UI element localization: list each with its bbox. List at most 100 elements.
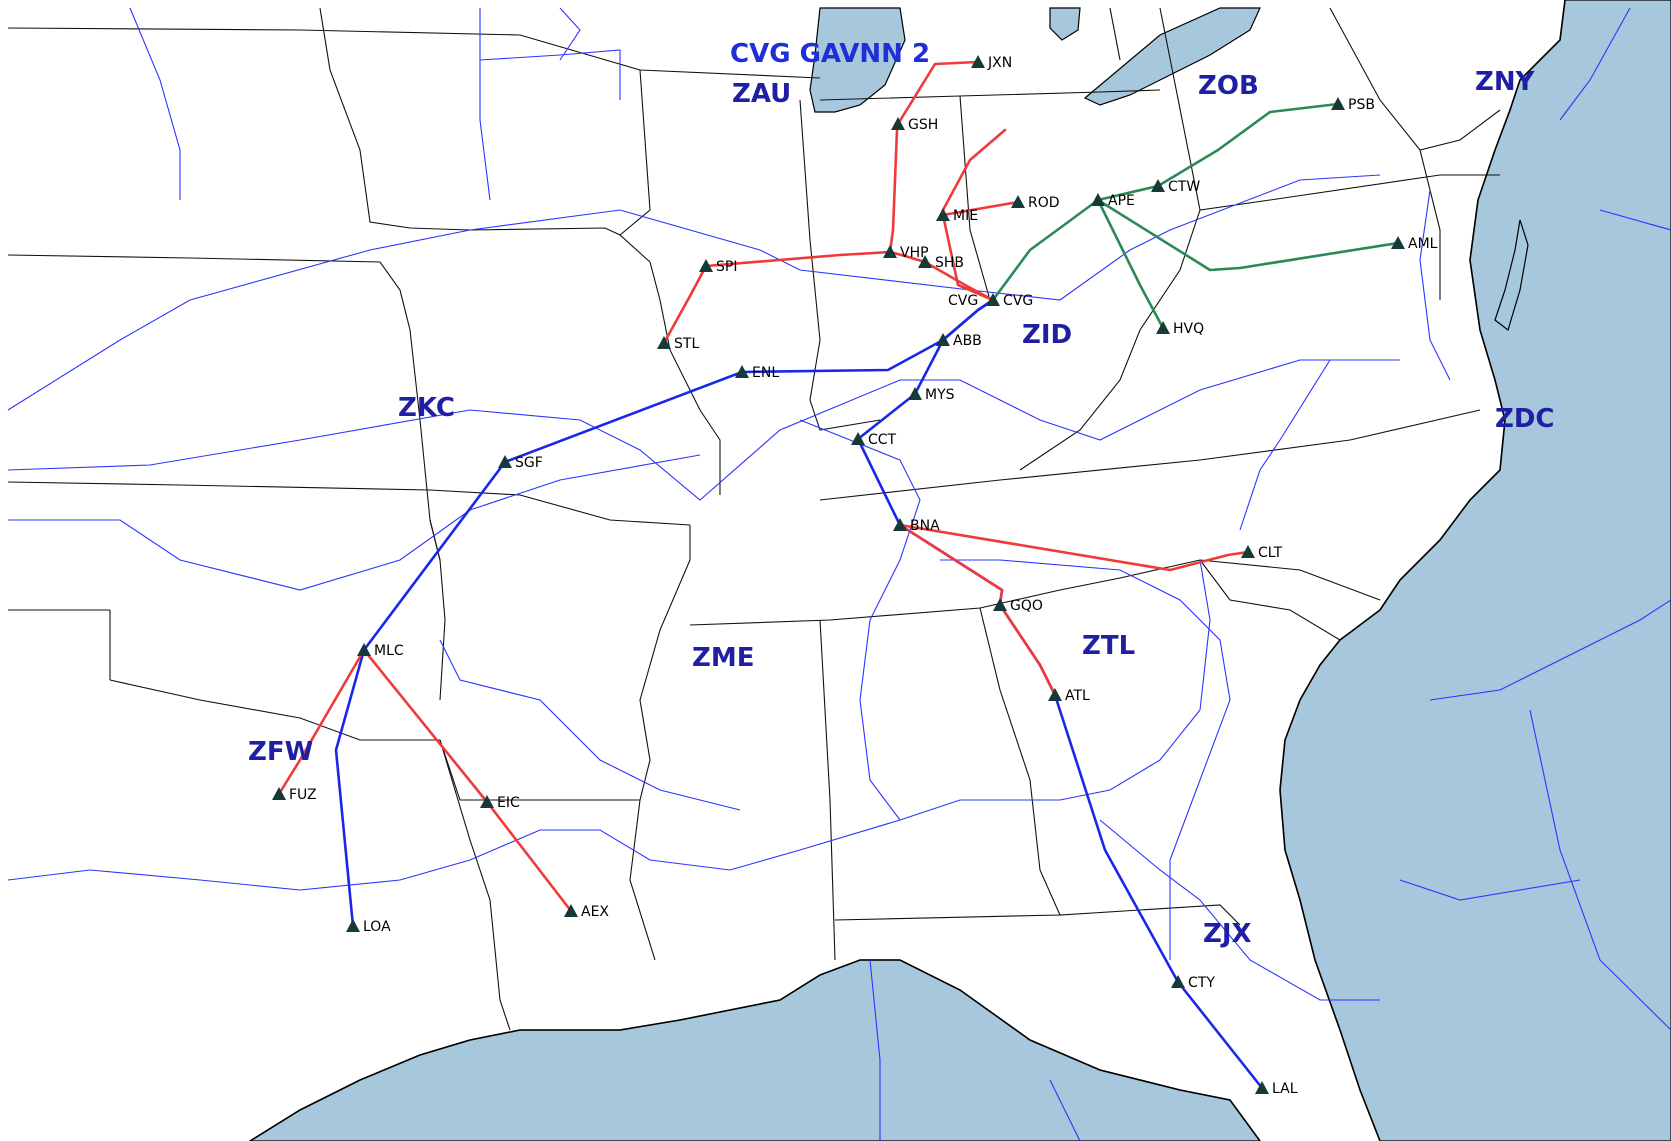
navaid-triangle-icon xyxy=(480,795,494,808)
navaid-label: MIE xyxy=(953,208,978,224)
red-route-5 xyxy=(941,200,1020,302)
green-route-9 xyxy=(991,102,1340,302)
navaid-label: ROD xyxy=(1028,195,1060,211)
center-labels: ZAU ZOB ZNY ZKC ZID ZDC ZME ZTL ZFW ZJX xyxy=(248,67,1555,949)
navaid-triangle-icon xyxy=(1151,179,1165,192)
navaid-triangle-icon xyxy=(1091,193,1105,206)
navaid-mie[interactable]: MIE xyxy=(936,208,978,224)
navaid-shb[interactable]: SHB xyxy=(918,255,964,271)
navaid-abb[interactable]: ABB xyxy=(936,333,982,349)
state-boundaries xyxy=(7,7,1501,1031)
navaid-label: JXN xyxy=(987,55,1012,71)
navaid-label: LOA xyxy=(363,919,391,935)
navaid-eic[interactable]: EIC xyxy=(480,795,520,811)
navaid-label: CTW xyxy=(1168,179,1200,195)
green-route-10 xyxy=(1096,198,1400,272)
navaid-label: SHB xyxy=(935,255,964,271)
navaid-cty[interactable]: CTY xyxy=(1171,975,1215,991)
navaid-mlc[interactable]: MLC xyxy=(357,643,404,659)
lake-huron-corner xyxy=(1049,7,1081,41)
navaid-vhp[interactable]: VHP xyxy=(883,245,929,261)
navaid-label: GQO xyxy=(1010,598,1043,614)
navaid-label: STL xyxy=(674,336,699,352)
navaid-label: LAL xyxy=(1272,1081,1298,1097)
navaid-triangle-icon xyxy=(936,333,950,346)
navaid-label: APE xyxy=(1108,193,1135,209)
navaid-triangle-icon xyxy=(918,255,932,268)
navaid-spi[interactable]: SPI xyxy=(699,259,737,275)
navaid-jxn[interactable]: JXN xyxy=(971,55,1012,71)
navaid-triangle-icon xyxy=(699,259,713,272)
navaid-label: SGF xyxy=(515,455,543,471)
navaid-atl[interactable]: ATL xyxy=(1048,688,1090,704)
lake-michigan xyxy=(809,7,906,113)
navaid-label: CTY xyxy=(1188,975,1215,991)
navaid-triangle-icon xyxy=(357,643,371,656)
atlantic-ocean xyxy=(1279,0,1671,1141)
center-label-zkc: ZKC xyxy=(398,393,455,423)
navaid-clt[interactable]: CLT xyxy=(1241,545,1283,561)
navaid-sgf[interactable]: SGF xyxy=(498,455,543,471)
navaid-label: ATL xyxy=(1065,688,1090,704)
center-label-zme: ZME xyxy=(692,643,755,673)
navaid-triangle-icon xyxy=(1156,321,1170,334)
navaid-triangle-icon xyxy=(346,919,360,932)
navaid-gsh[interactable]: GSH xyxy=(891,117,938,133)
navaids-layer: JXN GSH ROD MIE APE CTW PSB AML VHP SHB SPI CVG HVQ A… xyxy=(272,55,1438,1097)
navaid-triangle-icon xyxy=(936,208,950,221)
navaid-lal[interactable]: LAL xyxy=(1255,1081,1298,1097)
navaid-triangle-icon xyxy=(1048,688,1062,701)
navaid-label: GSH xyxy=(908,117,938,133)
center-label-zid: ZID xyxy=(1022,320,1072,350)
red-route-8 xyxy=(277,648,573,913)
navaid-label: CCT xyxy=(868,432,897,448)
navaid-rod[interactable]: ROD xyxy=(1011,195,1060,211)
navaid-aml[interactable]: AML xyxy=(1391,236,1438,252)
navaid-gqo[interactable]: GQO xyxy=(993,598,1043,614)
green-route-11 xyxy=(1096,198,1165,330)
red-route-6 xyxy=(898,523,1250,572)
navaid-triangle-icon xyxy=(1391,236,1405,249)
center-label-zau: ZAU xyxy=(732,79,791,109)
navaid-triangle-icon xyxy=(1171,975,1185,988)
navaid-ape[interactable]: APE xyxy=(1091,193,1135,209)
navaid-label: ENL xyxy=(752,365,779,381)
navaid-fuz[interactable]: FUZ xyxy=(272,787,317,803)
navaid-triangle-icon xyxy=(498,455,512,468)
navaid-mys[interactable]: MYS xyxy=(908,387,955,403)
artcc-boundaries xyxy=(7,7,1671,1141)
navaid-hvq[interactable]: HVQ xyxy=(1156,321,1204,337)
navaid-label: AML xyxy=(1408,236,1438,252)
center-label-zfw: ZFW xyxy=(248,737,313,767)
navaid-triangle-icon xyxy=(1241,545,1255,558)
navaid-triangle-icon xyxy=(891,117,905,130)
navaid-triangle-icon xyxy=(1331,97,1345,110)
navaid-label: PSB xyxy=(1348,97,1375,113)
center-label-zjx: ZJX xyxy=(1203,919,1252,949)
center-label-zob: ZOB xyxy=(1198,71,1259,101)
navaid-triangle-icon xyxy=(657,336,671,349)
navaid-triangle-icon xyxy=(1011,195,1025,208)
navaid-stl[interactable]: STL xyxy=(657,336,699,352)
navaid-loa[interactable]: LOA xyxy=(346,919,391,935)
navaid-triangle-icon xyxy=(986,293,1000,306)
center-label-ztl: ZTL xyxy=(1082,631,1135,661)
navaid-ctw[interactable]: CTW xyxy=(1151,179,1200,195)
navaid-cvg[interactable]: CVG xyxy=(986,293,1033,309)
navaid-label: HVQ xyxy=(1173,321,1204,337)
navaid-label: SPI xyxy=(716,259,737,275)
navaid-enl[interactable]: ENL xyxy=(735,365,779,381)
navaid-psb[interactable]: PSB xyxy=(1331,97,1375,113)
navaid-bna[interactable]: BNA xyxy=(893,518,940,534)
red-route-spur xyxy=(941,128,1007,217)
navaid-cct[interactable]: CCT xyxy=(851,432,897,448)
red-route-3 xyxy=(662,60,980,345)
navaid-triangle-icon xyxy=(993,598,1007,611)
navaid-triangle-icon xyxy=(735,365,749,378)
chesapeake-bay xyxy=(1494,219,1529,332)
navaid-triangle-icon xyxy=(883,245,897,258)
navaid-label: MLC xyxy=(374,643,404,659)
navaid-aex[interactable]: AEX xyxy=(564,904,609,920)
navaid-label: EIC xyxy=(497,795,520,811)
